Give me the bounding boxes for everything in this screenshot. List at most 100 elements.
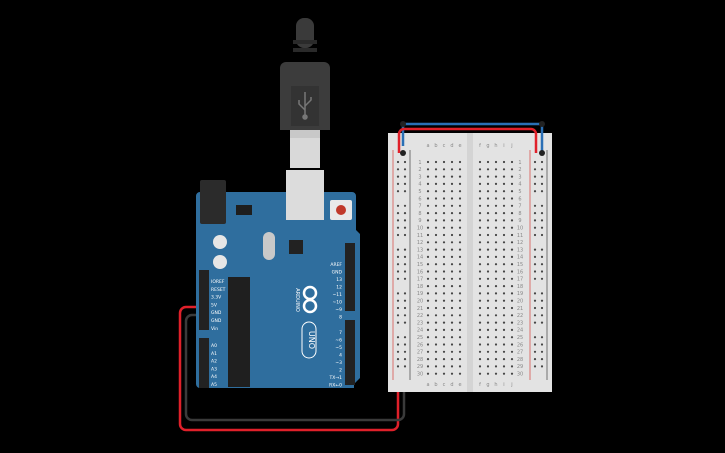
wire-gnd-black[interactable] bbox=[184, 313, 406, 422]
svg-text:4: 4 bbox=[339, 353, 342, 359]
svg-text:RX←0: RX←0 bbox=[329, 383, 342, 389]
svg-text:d: d bbox=[450, 382, 453, 388]
svg-text:a: a bbox=[426, 143, 429, 149]
svg-text:28: 28 bbox=[517, 357, 523, 363]
svg-text:GND: GND bbox=[332, 270, 343, 276]
svg-text:15: 15 bbox=[517, 262, 523, 268]
arduino-uno-board[interactable]: UNO ARDUINO IOREFRESET3.3V5VGNDGNDVinA0A… bbox=[196, 170, 360, 389]
wire-rail-blue[interactable] bbox=[400, 121, 545, 153]
svg-text:GND: GND bbox=[211, 318, 222, 324]
svg-text:21: 21 bbox=[417, 306, 423, 312]
svg-text:19: 19 bbox=[517, 291, 523, 297]
svg-text:c: c bbox=[443, 143, 446, 149]
svg-text:~3: ~3 bbox=[335, 360, 342, 366]
svg-text:12: 12 bbox=[336, 285, 342, 291]
svg-text:Vin: Vin bbox=[211, 326, 218, 332]
svg-text:A2: A2 bbox=[211, 359, 217, 365]
brand-label: ARDUINO bbox=[294, 288, 300, 312]
arduino-infinity-logo bbox=[302, 285, 318, 314]
svg-text:29: 29 bbox=[517, 364, 523, 370]
usb-icon bbox=[298, 92, 312, 120]
svg-text:2: 2 bbox=[418, 167, 421, 173]
svg-text:~5: ~5 bbox=[335, 345, 342, 351]
svg-text:20: 20 bbox=[417, 299, 423, 305]
svg-text:A1: A1 bbox=[211, 351, 217, 357]
svg-text:3: 3 bbox=[418, 174, 421, 180]
svg-text:~9: ~9 bbox=[335, 307, 342, 313]
svg-text:A4: A4 bbox=[211, 374, 217, 380]
svg-text:j: j bbox=[510, 143, 512, 149]
power-header[interactable] bbox=[199, 270, 209, 330]
svg-text:f: f bbox=[479, 382, 481, 388]
wire-rail-red[interactable] bbox=[397, 127, 538, 153]
svg-text:4: 4 bbox=[518, 182, 521, 188]
power-jack bbox=[200, 180, 226, 224]
svg-text:A0: A0 bbox=[211, 343, 217, 349]
atmega-chip bbox=[228, 277, 250, 387]
svg-text:6: 6 bbox=[518, 196, 521, 202]
svg-text:25: 25 bbox=[417, 335, 423, 341]
svg-text:c: c bbox=[443, 382, 446, 388]
svg-text:1: 1 bbox=[418, 160, 421, 166]
svg-text:1: 1 bbox=[518, 160, 521, 166]
usb-cable[interactable] bbox=[280, 18, 330, 168]
svg-text:h: h bbox=[494, 382, 497, 388]
svg-text:b: b bbox=[434, 382, 437, 388]
svg-text:12: 12 bbox=[517, 240, 523, 246]
wire-endpoint bbox=[400, 150, 406, 156]
usb-port bbox=[286, 170, 324, 220]
svg-text:a: a bbox=[426, 382, 429, 388]
svg-text:16: 16 bbox=[517, 269, 523, 275]
svg-text:9: 9 bbox=[518, 218, 521, 224]
svg-text:7: 7 bbox=[518, 204, 521, 210]
svg-text:15: 15 bbox=[417, 262, 423, 268]
uno-badge bbox=[301, 321, 317, 359]
svg-text:14: 14 bbox=[517, 255, 523, 261]
svg-text:24: 24 bbox=[417, 328, 423, 334]
svg-text:~10: ~10 bbox=[333, 300, 343, 306]
svg-text:f: f bbox=[479, 143, 481, 149]
digital-header-low[interactable] bbox=[345, 320, 355, 385]
svg-text:19: 19 bbox=[417, 291, 423, 297]
pin-labels: IOREFRESET3.3V5VGNDGNDVinA0A1A2A3A4A5ARE… bbox=[211, 262, 343, 389]
svg-text:i: i bbox=[503, 382, 504, 388]
svg-text:3: 3 bbox=[518, 174, 521, 180]
svg-text:8: 8 bbox=[339, 315, 342, 321]
svg-text:d: d bbox=[450, 143, 453, 149]
crystal bbox=[263, 232, 275, 260]
svg-text:22: 22 bbox=[517, 313, 523, 319]
svg-text:11: 11 bbox=[517, 233, 523, 239]
svg-text:28: 28 bbox=[417, 357, 423, 363]
wire-5v-red[interactable] bbox=[178, 305, 400, 432]
wire-endpoint bbox=[539, 150, 545, 156]
model-label: UNO bbox=[307, 331, 316, 349]
svg-text:13: 13 bbox=[417, 247, 423, 253]
analog-header[interactable] bbox=[199, 338, 209, 388]
svg-text:12: 12 bbox=[417, 240, 423, 246]
svg-text:RESET: RESET bbox=[211, 287, 226, 293]
svg-text:e: e bbox=[458, 143, 461, 149]
svg-text:13: 13 bbox=[517, 247, 523, 253]
svg-text:16: 16 bbox=[417, 269, 423, 275]
svg-text:23: 23 bbox=[417, 320, 423, 326]
svg-text:i: i bbox=[503, 143, 504, 149]
svg-text:~11: ~11 bbox=[333, 292, 343, 298]
svg-text:2: 2 bbox=[518, 167, 521, 173]
svg-text:8: 8 bbox=[418, 211, 421, 217]
svg-text:10: 10 bbox=[417, 226, 423, 232]
svg-text:10: 10 bbox=[517, 226, 523, 232]
svg-text:17: 17 bbox=[517, 277, 523, 283]
svg-text:26: 26 bbox=[517, 342, 523, 348]
svg-text:20: 20 bbox=[517, 299, 523, 305]
svg-text:j: j bbox=[510, 382, 512, 388]
svg-text:24: 24 bbox=[517, 328, 523, 334]
svg-text:25: 25 bbox=[517, 335, 523, 341]
svg-text:3.3V: 3.3V bbox=[211, 295, 222, 301]
digital-header-high[interactable] bbox=[345, 243, 355, 311]
svg-text:27: 27 bbox=[417, 350, 423, 356]
breadboard-holes[interactable] bbox=[396, 160, 544, 375]
svg-text:GND: GND bbox=[211, 310, 222, 316]
